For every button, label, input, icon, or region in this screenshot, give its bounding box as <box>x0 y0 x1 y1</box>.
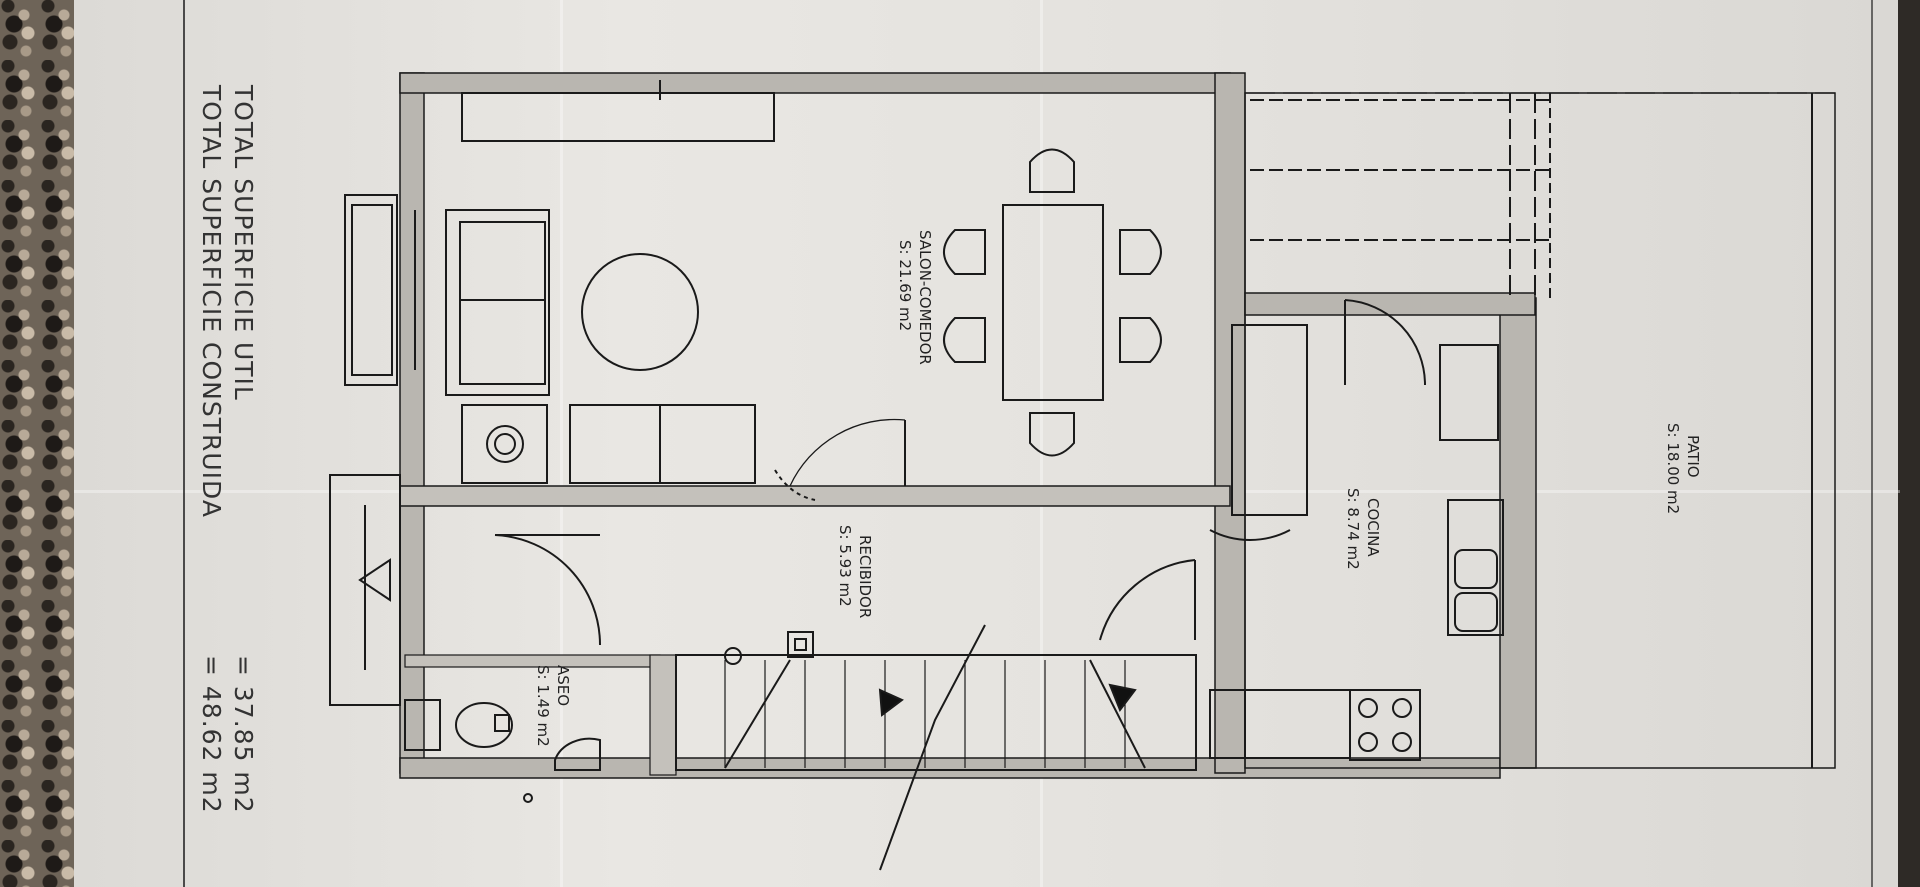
total-construida-value: = 48.62 m2 <box>197 655 226 814</box>
patio-name-label: PATIO <box>1684 435 1702 478</box>
floor-plan-paper <box>74 0 1900 887</box>
cocina-area-label: S: 8.74 m2 <box>1344 488 1362 570</box>
total-util-label: TOTAL SUPERFICIE UTIL <box>229 84 258 401</box>
recibidor-area-label: S: 5.93 m2 <box>836 525 854 607</box>
aseo-name-label: ASEO <box>554 665 572 706</box>
recibidor-name-label: RECIBIDOR <box>856 535 874 618</box>
patio-area-label: S: 18.00 m2 <box>1664 423 1682 514</box>
aseo-area-label: S: 1.49 m2 <box>534 665 552 747</box>
total-construida-label: TOTAL SUPERFICIE CONSTRUIDA <box>197 84 226 518</box>
granite-countertop-left <box>0 0 78 887</box>
total-util-value: = 37.85 m2 <box>229 655 258 814</box>
granite-countertop-right <box>1898 0 1920 887</box>
paper-fold <box>560 0 563 887</box>
paper-fold <box>1040 0 1043 887</box>
salon-name-label: SALON-COMEDOR <box>916 230 934 365</box>
cocina-name-label: COCINA <box>1364 498 1382 557</box>
salon-area-label: S: 21.69 m2 <box>896 240 914 331</box>
